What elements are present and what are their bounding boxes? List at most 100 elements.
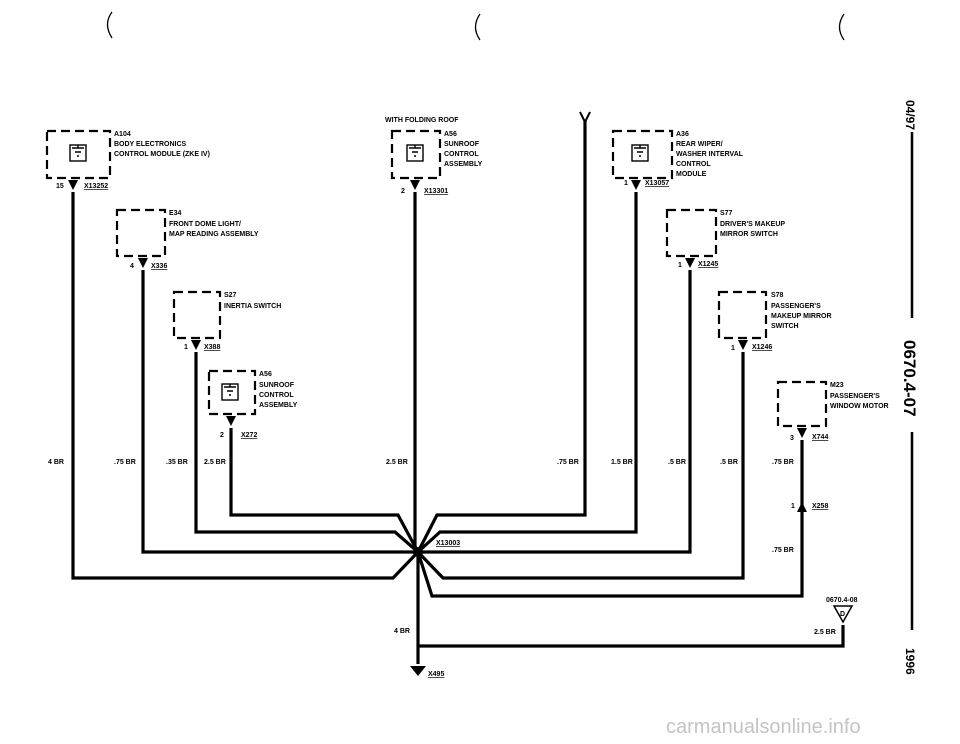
- side-strip: 04/97 0670.4-07 1996: [900, 100, 919, 675]
- a56-lower-box: [207, 369, 257, 416]
- side-code: 0670.4-07: [900, 340, 919, 417]
- a36-pin: 1: [624, 180, 628, 187]
- ref-arrow-icon: [832, 605, 854, 624]
- wire-a104: [71, 192, 420, 580]
- m23-desc1: PASSENGER'S: [830, 393, 880, 400]
- a56-lower-connector: X272: [241, 432, 257, 439]
- connector-x744-icon: [797, 428, 807, 438]
- wire-a56-lower: [229, 428, 420, 553]
- s27-connector: X388: [204, 344, 220, 351]
- a104-pin: 15: [56, 183, 64, 190]
- a56-upper-heading: WITH FOLDING ROOF: [385, 117, 459, 124]
- a56-upper-pin: 2: [401, 188, 405, 195]
- a56-lower-desc3: ASSEMBLY: [259, 402, 298, 409]
- ref-code: 0670.4-08: [826, 597, 858, 604]
- m23-desc2: WINDOW MOTOR: [830, 403, 889, 410]
- wire-folding-top: [579, 111, 591, 125]
- e34-desc2: MAP READING ASSEMBLY: [169, 231, 259, 238]
- wire-s78: [416, 352, 745, 580]
- a56-upper-ground-icon: [406, 144, 424, 162]
- scan-mark-right: [838, 13, 845, 41]
- wire-right: [418, 625, 845, 648]
- a104-ground-icon: [69, 144, 87, 162]
- ref-arrow-label: D: [840, 611, 845, 618]
- s78-connector: X1246: [752, 344, 772, 351]
- wire-m23: [416, 440, 804, 598]
- connector-x13057-icon: [631, 180, 641, 190]
- s78-desc3: SWITCH: [771, 323, 799, 330]
- a36-desc2: WASHER INTERVAL: [676, 151, 744, 158]
- connector-x388-icon: [191, 340, 201, 350]
- wire-label-s78: .5 BR: [720, 459, 738, 466]
- e34-desc1: FRONT DOME LIGHT/: [169, 221, 241, 228]
- wire-label-a56-lower: 2.5 BR: [204, 459, 226, 466]
- a104-connector: X13252: [84, 183, 108, 190]
- a56-lower-desc1: SUNROOF: [259, 382, 295, 389]
- a36-desc4: MODULE: [676, 171, 707, 178]
- s78-box: [717, 290, 768, 340]
- a56-lower-ground-icon: [221, 383, 239, 401]
- wire-label-a104: 4 BR: [48, 459, 64, 466]
- s77-desc2: MIRROR SWITCH: [720, 231, 778, 238]
- connector-x1246-icon: [738, 340, 748, 350]
- side-date: 04/97: [903, 100, 917, 130]
- connector-x13301-icon: [410, 180, 420, 190]
- x258-pin: 1: [791, 503, 795, 510]
- connector-x258-icon: [797, 502, 807, 512]
- a56-upper-desc1: SUNROOF: [444, 141, 480, 148]
- wire-label-m23-lower: .75 BR: [772, 547, 794, 554]
- splice-x13003-icon: [413, 547, 423, 557]
- a56-upper-box: [390, 129, 442, 180]
- a56-upper-desc3: ASSEMBLY: [444, 161, 483, 168]
- s78-desc2: MAKEUP MIRROR: [771, 313, 832, 320]
- s27-desc1: INERTIA SWITCH: [224, 303, 281, 310]
- s27-id: S27: [224, 292, 237, 299]
- wire-label-right: 2.5 BR: [814, 629, 836, 636]
- e34-pin: 4: [130, 263, 134, 270]
- a56-lower-id: A56: [259, 371, 272, 378]
- scan-mark-center: [474, 13, 481, 41]
- a56-lower-desc2: CONTROL: [259, 392, 294, 399]
- wire-label-s77: .5 BR: [668, 459, 686, 466]
- connector-x1245-icon: [685, 258, 695, 268]
- a36-ground-icon: [631, 144, 649, 162]
- e34-connector: X336: [151, 263, 167, 270]
- s78-id: S78: [771, 292, 784, 299]
- a56-upper-connector: X13301: [424, 188, 448, 195]
- a36-id: A36: [676, 131, 689, 138]
- m23-id: M23: [830, 382, 844, 389]
- wire-folding: [416, 120, 587, 553]
- ground-x495-icon: [410, 666, 426, 676]
- ground-label: X495: [428, 671, 444, 678]
- wire-label-a36: 1.5 BR: [611, 459, 633, 466]
- s77-pin: 1: [678, 262, 682, 269]
- connector-x272-icon: [226, 416, 236, 426]
- a56-upper-id: A56: [444, 131, 457, 138]
- wire-e34: [141, 270, 418, 554]
- a36-desc3: CONTROL: [676, 161, 711, 168]
- x258-label: X258: [812, 503, 828, 510]
- a104-box: [45, 129, 112, 180]
- s77-box: [665, 208, 718, 258]
- wire-s27: [194, 352, 420, 554]
- s78-desc1: PASSENGER'S: [771, 303, 821, 310]
- s27-box: [172, 290, 222, 340]
- wire-label-m23: .75 BR: [772, 459, 794, 466]
- watermark: carmanualsonline.info: [666, 716, 861, 738]
- wire-label-a56-upper: 2.5 BR: [386, 459, 408, 466]
- s78-pin: 1: [731, 345, 735, 352]
- connector-x13252-icon: [68, 180, 78, 190]
- e34-box: [115, 208, 167, 258]
- a56-upper-desc2: CONTROL: [444, 151, 479, 158]
- a36-desc1: REAR WIPER/: [676, 141, 723, 148]
- s77-desc1: DRIVER'S MAKEUP: [720, 221, 785, 228]
- connector-x336-icon: [138, 258, 148, 268]
- wire-s77: [418, 270, 692, 554]
- splice-label: X13003: [436, 540, 460, 547]
- wire-label-e34: .75 BR: [114, 459, 136, 466]
- m23-pin: 3: [790, 435, 794, 442]
- wire-a36: [416, 192, 638, 554]
- s77-id: S77: [720, 210, 733, 217]
- a104-id: A104: [114, 131, 131, 138]
